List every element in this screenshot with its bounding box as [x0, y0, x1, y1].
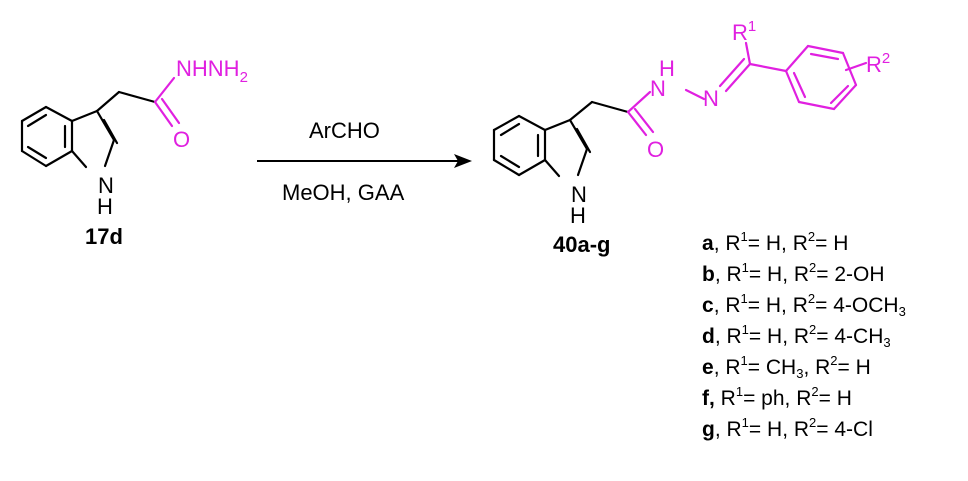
variant-row: a, R1= H, R2= H: [702, 229, 849, 255]
product-id: 40a-g: [553, 232, 610, 257]
variant-separator: ,: [713, 294, 720, 317]
product-40a-g: N H N H N O R1 R2 40a-g: [492, 18, 890, 257]
variant-letter: a: [702, 232, 714, 255]
variant-row: e, R1= CH3, R2= H: [702, 353, 871, 381]
reactant-indole-n: N: [98, 173, 114, 198]
product-amide-n: N: [650, 76, 666, 101]
variant-letter: f,: [702, 387, 715, 410]
variant-row: b, R1= H, R2= 2-OH: [702, 260, 885, 286]
variant-row: d, R1= H, R2= 4-CH3: [702, 322, 891, 350]
product-r2-superscript: 2: [882, 50, 890, 67]
variant-r2-value: 4-Cl: [834, 418, 873, 441]
variant-row: f, R1= ph, R2= H: [702, 384, 852, 410]
variant-r2-value: 4-CH: [834, 325, 884, 348]
variant-r2-value: H: [855, 356, 871, 379]
product-indole-h: H: [570, 203, 586, 228]
variant-r1-value: H: [767, 325, 783, 348]
r1-superscript: 1: [741, 415, 749, 430]
product-carbonyl-o: O: [647, 137, 664, 162]
r2-superscript: 2: [811, 384, 819, 399]
r1-superscript: 1: [740, 353, 748, 368]
product-amide-h: H: [659, 56, 675, 81]
reactant-17d: N H NHNH2 O 17d: [20, 56, 248, 249]
variant-r1-subscript: 3: [796, 366, 804, 381]
arrow-reagent: ArCHO: [309, 118, 380, 143]
variant-letter: b: [702, 263, 715, 286]
variant-r1-value: H: [767, 418, 783, 441]
variant-r1-value: CH: [765, 356, 797, 379]
reactant-hydrazide-label: NHNH2: [176, 56, 248, 86]
reaction-arrow: [257, 154, 472, 168]
product-r2-text: R: [866, 52, 882, 77]
arrow-conditions: MeOH, GAA: [282, 180, 405, 205]
r1-superscript: 1: [735, 384, 744, 399]
product-r1-superscript: 1: [748, 18, 756, 35]
r1-superscript: 1: [740, 229, 748, 244]
variant-r1-value: ph: [761, 387, 785, 410]
variant-r2-subscript: 3: [883, 335, 891, 350]
reactant-carbonyl-o: O: [173, 127, 190, 152]
product-imine-n: N: [703, 86, 719, 111]
variant-r2-value: H: [836, 387, 852, 410]
product-r1-text: R: [732, 20, 748, 45]
variant-r2-value: H: [833, 232, 849, 255]
product-r1-label: R1: [732, 18, 756, 45]
product-hydrazone-bonds: [626, 41, 868, 137]
variant-r2-value: 2-OH: [834, 263, 885, 286]
variant-letter: g: [702, 418, 715, 441]
variant-separator: ,: [713, 232, 720, 255]
variant-separator: ,: [713, 356, 720, 379]
variant-r1-value: H: [767, 263, 783, 286]
reactant-indole-bonds: [20, 90, 157, 169]
reactant-hydrazide-bonds: [153, 76, 181, 128]
product-indole-bonds: [492, 100, 630, 178]
reactant-indole-h: H: [97, 194, 113, 219]
variant-separator: ,: [714, 418, 721, 441]
variant-letter: e: [702, 356, 714, 379]
r2-superscript: 2: [809, 260, 817, 275]
variant-letter: d: [702, 325, 715, 348]
variant-r2-subscript: 3: [898, 304, 906, 319]
r2-superscript: 2: [809, 322, 817, 337]
r2-superscript: 2: [809, 415, 817, 430]
reactant-hydrazide-subscript: 2: [240, 69, 248, 86]
variant-row: g, R1= H, R2= 4-Cl: [702, 415, 873, 441]
r1-superscript: 1: [740, 291, 748, 306]
variant-r1-value: H: [765, 294, 782, 317]
product-indole-n: N: [571, 182, 587, 207]
r2-superscript: 2: [807, 229, 816, 244]
variant-separator: ,: [714, 263, 721, 286]
r2-superscript: 2: [830, 353, 838, 368]
variant-separator: ,: [714, 325, 721, 348]
reactant-hydrazide-text: NHNH: [176, 56, 240, 81]
r1-superscript: 1: [741, 260, 749, 275]
variant-row: c, R1= H, R2= 4-OCH3: [702, 291, 906, 319]
variant-letter: c: [702, 294, 714, 317]
r2-superscript: 2: [807, 291, 816, 306]
reactant-id: 17d: [85, 224, 123, 249]
product-r2-label: R2: [866, 50, 890, 77]
r1-superscript: 1: [741, 322, 749, 337]
variant-r1-value: H: [765, 232, 782, 255]
variant-r2-value: 4-OCH: [833, 294, 899, 317]
